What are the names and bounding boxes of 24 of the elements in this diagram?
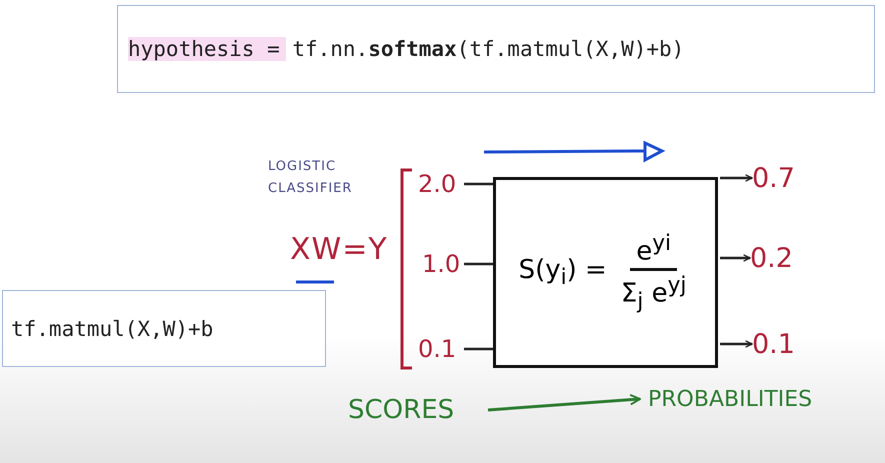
arrow xyxy=(720,254,751,262)
arrow xyxy=(488,394,641,412)
score-value: 1.0 xyxy=(422,250,460,278)
connector-line xyxy=(464,262,493,266)
arrow xyxy=(720,340,753,348)
connector-line xyxy=(464,182,493,186)
score-value: 0.1 xyxy=(418,335,456,363)
function-label: S(y$_{i}$) = xyxy=(518,254,607,290)
code-box xyxy=(117,5,875,93)
denominator: Σ$_{j}$ e$^{yj}$ xyxy=(620,272,688,316)
probability-value: 0.7 xyxy=(752,162,795,194)
probabilities-label: PROBABILITIES xyxy=(648,386,812,412)
scores-label: SCORES xyxy=(348,395,454,425)
softmax-function-box xyxy=(493,177,718,368)
code-box xyxy=(2,290,326,367)
probability-value: 0.1 xyxy=(752,328,795,360)
connector-line xyxy=(464,348,493,350)
score-value: 2.0 xyxy=(418,170,456,198)
numerator: e$^{yi}$ xyxy=(630,228,678,272)
caption-text: LOGISTIC CLASSIFIER xyxy=(268,158,354,198)
arrow xyxy=(720,174,753,182)
code-text: tf.matmul(X,W)+b xyxy=(11,316,214,340)
probability-value: 0.2 xyxy=(750,242,793,274)
equation-label: XW=Y xyxy=(290,232,389,267)
